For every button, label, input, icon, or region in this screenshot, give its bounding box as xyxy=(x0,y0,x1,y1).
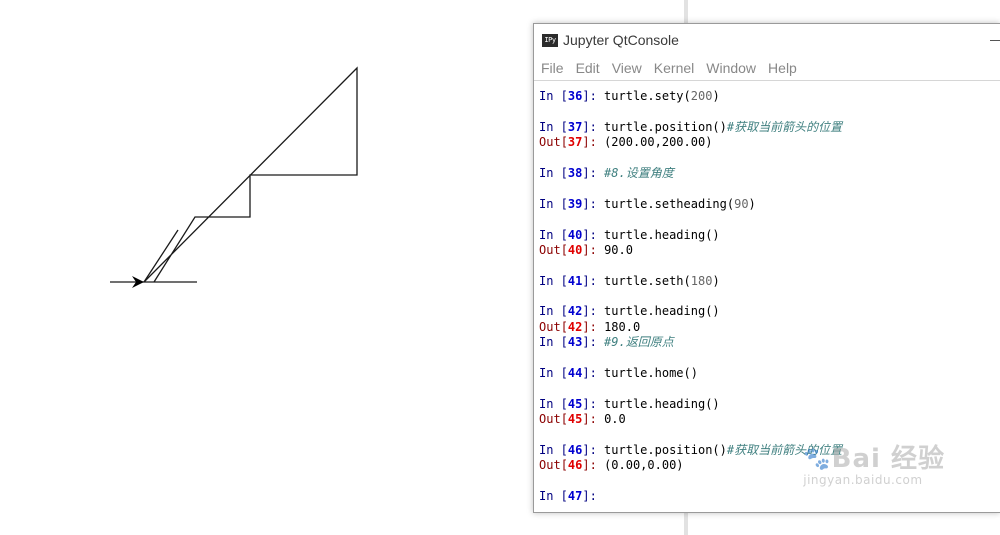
output-line: Out[42]: 180.0 xyxy=(539,320,1000,335)
input-line: In [47]: xyxy=(539,489,1000,504)
output-line: Out[37]: (200.00,200.00) xyxy=(539,135,1000,150)
input-line: In [44]: turtle.home() xyxy=(539,366,1000,381)
console-blank-line xyxy=(539,474,1000,489)
input-code: turtle.position() xyxy=(604,119,727,134)
input-prompt: In [41]: xyxy=(539,273,605,288)
input-prompt: In [47]: xyxy=(539,489,605,504)
console-blank-line xyxy=(539,351,1000,366)
output-prompt: Out[40]: xyxy=(539,242,605,257)
output-value: 180.0 xyxy=(604,319,641,334)
window-title: Jupyter QtConsole xyxy=(563,32,679,48)
input-line: In [42]: turtle.heading() xyxy=(539,304,1000,319)
menu-window[interactable]: Window xyxy=(706,60,757,76)
input-prompt: In [37]: xyxy=(539,119,605,134)
input-code: turtle.heading() xyxy=(604,396,720,411)
input-line: In [37]: turtle.position()#获取当前箭头的位置 xyxy=(539,120,1000,135)
numeric-argument: 90 xyxy=(734,196,749,211)
turtle-drawing-canvas xyxy=(110,66,358,288)
console-blank-line xyxy=(539,181,1000,196)
input-line: In [46]: turtle.position()#获取当前箭头的位置 xyxy=(539,443,1000,458)
code-tail: ) xyxy=(748,196,756,211)
input-code: turtle.seth( xyxy=(604,273,691,288)
menu-bar: File Edit View Kernel Window Help xyxy=(534,57,1000,79)
code-comment: #获取当前箭头的位置 xyxy=(726,119,843,134)
turtle-path-segment xyxy=(143,229,179,283)
code-comment: #9.返回原点 xyxy=(604,335,674,350)
console-blank-line xyxy=(539,151,1000,166)
output-prompt: Out[37]: xyxy=(539,135,605,150)
output-value: (0.00,0.00) xyxy=(604,458,684,473)
console-blank-line xyxy=(539,428,1000,443)
input-code: turtle.home() xyxy=(604,366,698,381)
menu-kernel[interactable]: Kernel xyxy=(653,60,695,76)
input-line: In [45]: turtle.heading() xyxy=(539,397,1000,412)
output-value: (200.00,200.00) xyxy=(604,135,713,150)
input-prompt: In [46]: xyxy=(539,442,605,457)
console-blank-line xyxy=(539,104,1000,119)
output-line: Out[46]: (0.00,0.00) xyxy=(539,458,1000,473)
console-blank-line xyxy=(539,289,1000,304)
output-prompt: Out[42]: xyxy=(539,319,605,334)
input-prompt: In [38]: xyxy=(539,165,605,180)
menu-file[interactable]: File xyxy=(541,60,564,76)
menu-edit[interactable]: Edit xyxy=(575,60,600,76)
input-code: turtle.heading() xyxy=(604,304,720,319)
turtle-path xyxy=(110,66,358,283)
input-line: In [38]: #8.设置角度 xyxy=(539,166,1000,181)
console-blank-line xyxy=(539,381,1000,396)
input-prompt: In [36]: xyxy=(539,89,605,103)
output-value: 90.0 xyxy=(604,242,633,257)
input-prompt: In [44]: xyxy=(539,366,605,381)
input-prompt: In [43]: xyxy=(539,335,605,350)
menu-help[interactable]: Help xyxy=(768,60,797,76)
input-code: turtle.setheading( xyxy=(604,196,735,211)
input-code: turtle.heading() xyxy=(604,227,720,242)
code-tail: ) xyxy=(712,89,720,103)
numeric-argument: 200 xyxy=(690,89,713,103)
output-value: 0.0 xyxy=(604,412,626,427)
numeric-argument: 180 xyxy=(690,273,713,288)
console-blank-line xyxy=(539,258,1000,273)
input-code: turtle.position() xyxy=(604,442,727,457)
input-line: In [36]: turtle.sety(200) xyxy=(539,89,1000,104)
input-prompt: In [42]: xyxy=(539,304,605,319)
input-prompt: In [40]: xyxy=(539,227,605,242)
input-prompt: In [45]: xyxy=(539,396,605,411)
code-tail: ) xyxy=(712,273,720,288)
code-comment: #8.设置角度 xyxy=(604,165,674,180)
minimize-icon[interactable] xyxy=(990,40,1000,41)
input-line: In [43]: #9.返回原点 xyxy=(539,335,1000,350)
console-blank-line xyxy=(539,212,1000,227)
input-line: In [41]: turtle.seth(180) xyxy=(539,274,1000,289)
title-bar[interactable]: IPy Jupyter QtConsole xyxy=(534,24,1000,57)
input-code: turtle.sety( xyxy=(604,89,691,103)
output-line: Out[45]: 0.0 xyxy=(539,412,1000,427)
input-prompt: In [39]: xyxy=(539,196,605,211)
input-line: In [40]: turtle.heading() xyxy=(539,228,1000,243)
menu-separator xyxy=(534,80,1000,81)
console-output-area[interactable]: In [36]: turtle.sety(200) In [37]: turtle… xyxy=(534,81,1000,512)
output-line: Out[40]: 90.0 xyxy=(539,243,1000,258)
output-prompt: Out[45]: xyxy=(539,412,605,427)
output-prompt: Out[46]: xyxy=(539,458,605,473)
input-line: In [39]: turtle.setheading(90) xyxy=(539,197,1000,212)
ipython-app-icon: IPy xyxy=(542,34,558,47)
qtconsole-window[interactable]: IPy Jupyter QtConsole File Edit View Kernel… xyxy=(533,23,1000,513)
menu-view[interactable]: View xyxy=(611,60,642,76)
turtle-arrow-icon xyxy=(132,276,144,288)
code-comment: #获取当前箭头的位置 xyxy=(726,442,843,457)
